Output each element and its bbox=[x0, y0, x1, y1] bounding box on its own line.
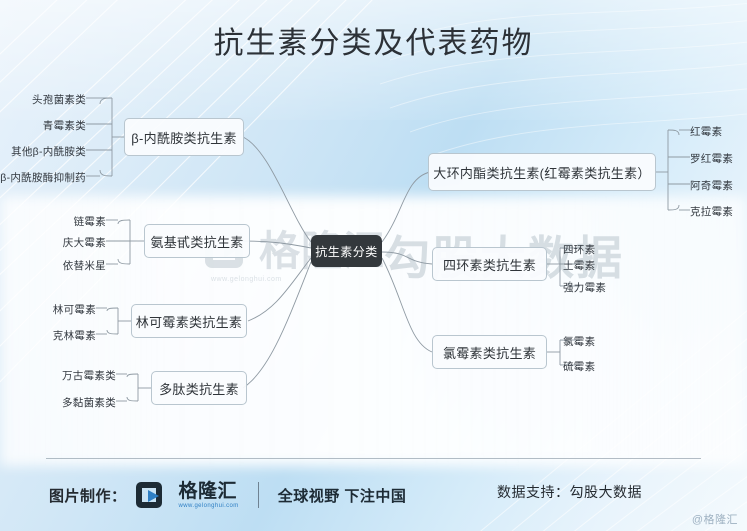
node-tetracycline-antibiotics[interactable]: 四环素类抗生素 bbox=[432, 247, 547, 281]
leaf-clarithromycin[interactable]: 克拉霉素 bbox=[690, 206, 734, 218]
leaf-etimicin[interactable]: 依替米星 bbox=[62, 260, 106, 272]
node-aminoglycoside-antibiotics[interactable]: 氨基甙类抗生素 bbox=[144, 224, 250, 258]
node-beta-lactam-antibiotics[interactable]: β-内酰胺类抗生素 bbox=[124, 118, 244, 156]
leaf-oxytetracycline[interactable]: 土霉素 bbox=[563, 260, 596, 272]
footer-credit-block: 图片制作： 格隆汇 www.gelonghui.com 全球视野 下注中国 bbox=[49, 480, 406, 510]
leaf-vancomycins[interactable]: 万古霉素类 bbox=[62, 370, 116, 382]
footer: 图片制作： 格隆汇 www.gelonghui.com 全球视野 下注中国 数据… bbox=[0, 466, 747, 531]
node-macrolide-antibiotics[interactable]: 大环内酯类抗生素(红霉素类抗生素） bbox=[428, 153, 656, 191]
footer-brand-url: www.gelonghui.com bbox=[178, 502, 239, 509]
leaf-lincomycin[interactable]: 林可霉素 bbox=[52, 304, 96, 316]
footer-brand: 格隆汇 bbox=[178, 480, 238, 502]
leaf-cephalosporins[interactable]: 头孢菌素类 bbox=[32, 94, 86, 106]
leaf-gentamicin[interactable]: 庆大霉素 bbox=[62, 237, 106, 249]
leaf-beta-lactamase-inhibitors[interactable]: β-内酰胺酶抑制药 bbox=[0, 172, 86, 184]
background-top-haze bbox=[0, 0, 747, 120]
footer-brand-block: 格隆汇 www.gelonghui.com bbox=[179, 482, 239, 509]
leaf-azithromycin[interactable]: 阿奇霉素 bbox=[690, 180, 734, 192]
footer-data-support: 数据支持：勾股大数据 bbox=[497, 484, 642, 500]
gelonghui-logo-icon bbox=[135, 480, 170, 510]
leaf-thiamphenicol[interactable]: 硫霉素 bbox=[563, 361, 596, 373]
leaf-roxithromycin[interactable]: 罗红霉素 bbox=[690, 153, 734, 165]
leaf-penicillins[interactable]: 青霉素类 bbox=[42, 120, 86, 132]
leaf-other-beta-lactams[interactable]: 其他β-内酰胺类 bbox=[11, 146, 86, 158]
node-polypeptide-antibiotics[interactable]: 多肽类抗生素 bbox=[151, 371, 247, 405]
footer-slogan: 全球视野 下注中国 bbox=[277, 487, 407, 505]
leaf-tetracycline[interactable]: 四环素 bbox=[563, 244, 596, 256]
node-center-antibiotic-classification[interactable]: 抗生素分类 bbox=[311, 235, 382, 267]
leaf-erythromycin[interactable]: 红霉素 bbox=[690, 126, 723, 138]
leaf-polymyxins[interactable]: 多黏菌素类 bbox=[62, 397, 116, 409]
leaf-clindamycin[interactable]: 克林霉素 bbox=[52, 330, 96, 342]
footer-separator bbox=[257, 482, 259, 508]
leaf-streptomycin[interactable]: 链霉素 bbox=[73, 216, 106, 228]
leaf-doxycycline[interactable]: 强力霉素 bbox=[563, 282, 607, 294]
footer-made-by-label: 图片制作： bbox=[49, 487, 127, 505]
node-lincomycin-antibiotics[interactable]: 林可霉素类抗生素 bbox=[131, 304, 247, 338]
leaf-chloramphenicol[interactable]: 氯霉素 bbox=[563, 336, 596, 348]
footer-divider bbox=[46, 458, 701, 459]
node-chloramphenicol-antibiotics[interactable]: 氯霉素类抗生素 bbox=[432, 335, 547, 369]
page-title: 抗生素分类及代表药物 bbox=[213, 27, 534, 60]
corner-watermark: @格隆汇 bbox=[691, 514, 738, 526]
